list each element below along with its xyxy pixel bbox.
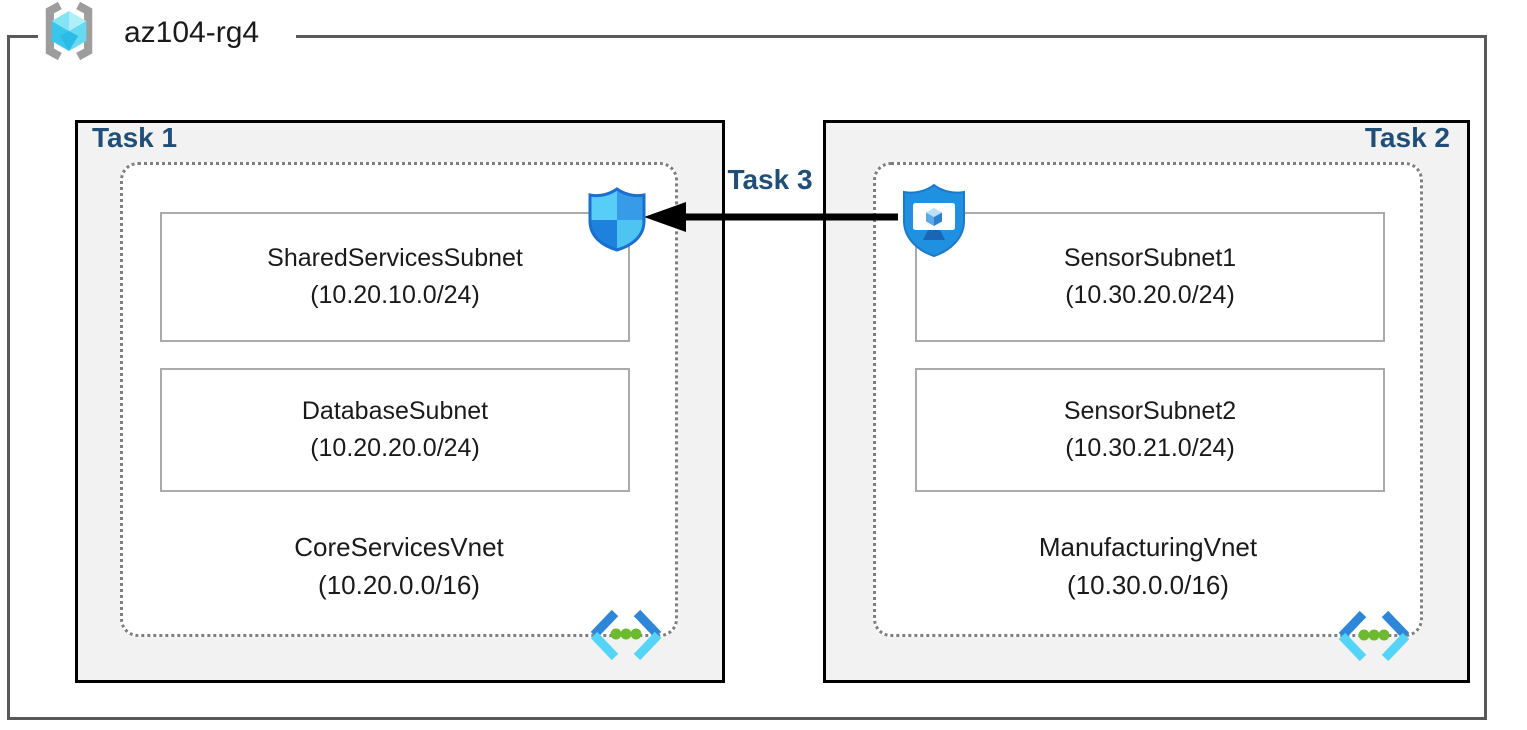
sensor-subnet2-box: SensorSubnet2 (10.30.21.0/24) <box>915 368 1385 492</box>
shared-services-subnet-box: SharedServicesSubnet (10.20.10.0/24) <box>160 212 630 342</box>
vnet-cidr: (10.30.0.0/16) <box>1067 570 1229 600</box>
manufacturing-vnet-label: ManufacturingVnet (10.30.0.0/16) <box>873 528 1423 604</box>
resource-group-icon <box>38 0 100 67</box>
sensor-subnet1-box: SensorSubnet1 (10.30.20.0/24) <box>915 212 1385 342</box>
resource-group-label: az104-rg4 <box>38 0 296 67</box>
resource-group-name: az104-rg4 <box>124 16 260 49</box>
subnet-cidr: (10.20.10.0/24) <box>310 281 480 309</box>
database-subnet-box: DatabaseSubnet (10.20.20.0/24) <box>160 368 630 492</box>
subnet-name: SensorSubnet1 <box>1063 244 1237 272</box>
subnet-name: SharedServicesSubnet <box>267 244 523 272</box>
vnet-name: CoreServicesVnet <box>294 532 504 562</box>
virtual-network-icon <box>1336 610 1412 667</box>
network-security-group-icon <box>584 186 650 257</box>
subnet-cidr: (10.30.20.0/24) <box>1065 281 1235 309</box>
subnet-cidr: (10.20.20.0/24) <box>310 434 480 462</box>
virtual-network-icon <box>588 609 664 666</box>
subnet-cidr: (10.30.21.0/24) <box>1065 434 1235 462</box>
subnet-name: SensorSubnet2 <box>1063 397 1237 425</box>
vnet-cidr: (10.20.0.0/16) <box>318 570 480 600</box>
task2-label: Task 2 <box>1364 122 1450 153</box>
resource-group-frame <box>7 35 1487 720</box>
task1-label: Task 1 <box>92 122 178 153</box>
core-services-vnet-label: CoreServicesVnet (10.20.0.0/16) <box>120 528 678 604</box>
application-security-group-icon <box>898 183 970 264</box>
vnet-name: ManufacturingVnet <box>1038 532 1258 562</box>
subnet-name: DatabaseSubnet <box>301 397 489 425</box>
task3-label: Task 3 <box>727 164 813 195</box>
task3-arrow <box>640 198 902 243</box>
